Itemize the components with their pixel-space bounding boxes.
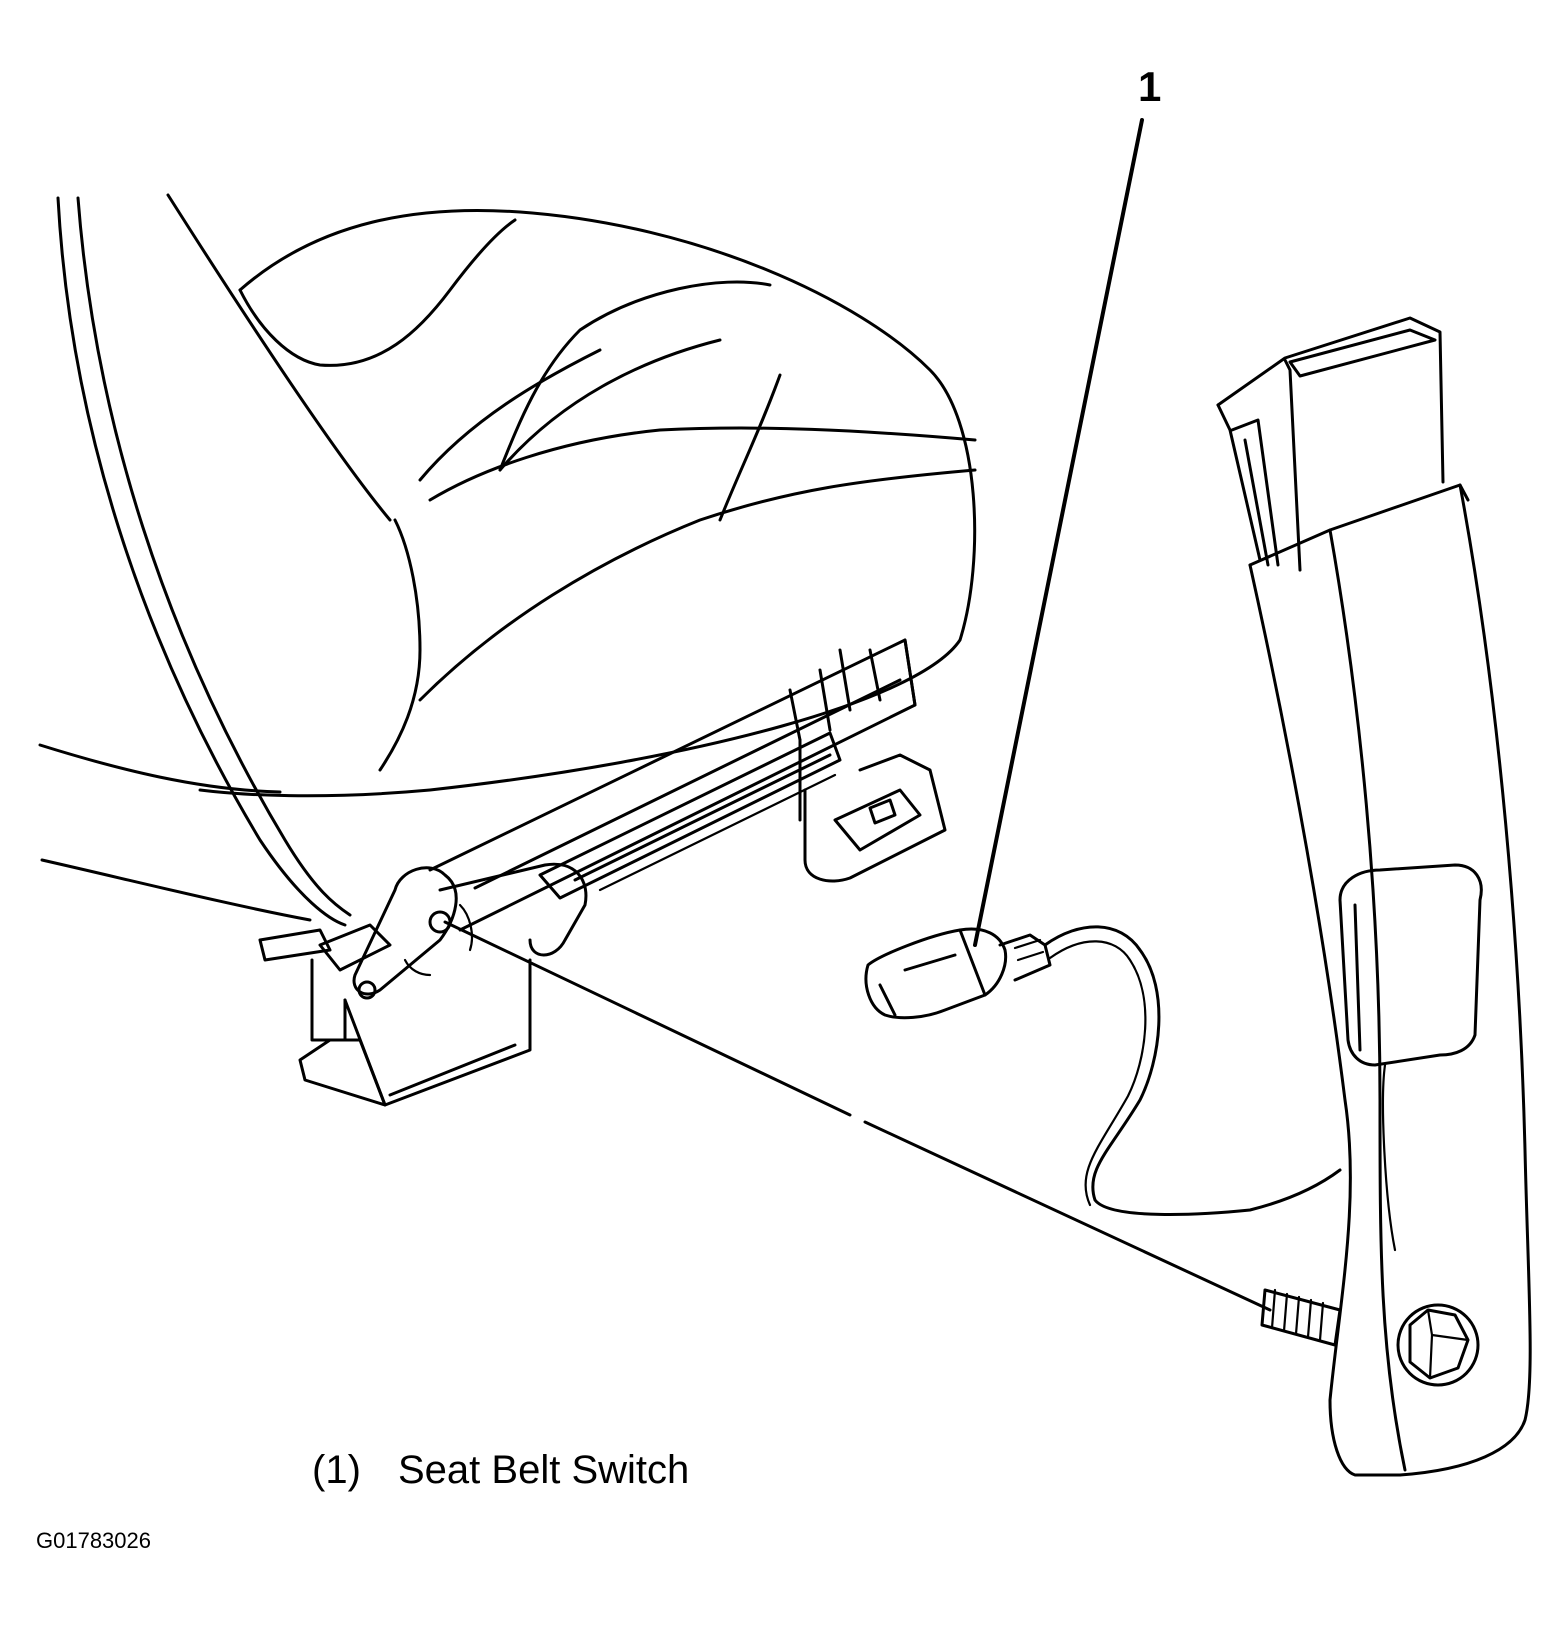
seat-back <box>56 193 392 927</box>
seat-frame <box>40 638 917 932</box>
seat-cushion <box>38 208 977 798</box>
buckle-stalk <box>1216 316 1532 1477</box>
hex-nut <box>1396 1303 1480 1387</box>
legend-label: Seat Belt Switch <box>398 1448 690 1492</box>
figure-id: G01783026 <box>36 1528 151 1553</box>
alignment-line <box>443 920 1272 1312</box>
legend-ref: (1) <box>312 1448 361 1492</box>
callout-leader <box>973 118 1144 947</box>
rear-bracket <box>803 753 947 883</box>
callout-number: 1 <box>1138 63 1162 110</box>
seat-belt-switch-connector <box>864 927 1052 1020</box>
mounting-bolt <box>1260 1288 1342 1347</box>
switch-wire <box>1043 925 1342 1216</box>
front-latch <box>258 862 588 1107</box>
legend: (1) Seat Belt Switch <box>312 1450 689 1490</box>
